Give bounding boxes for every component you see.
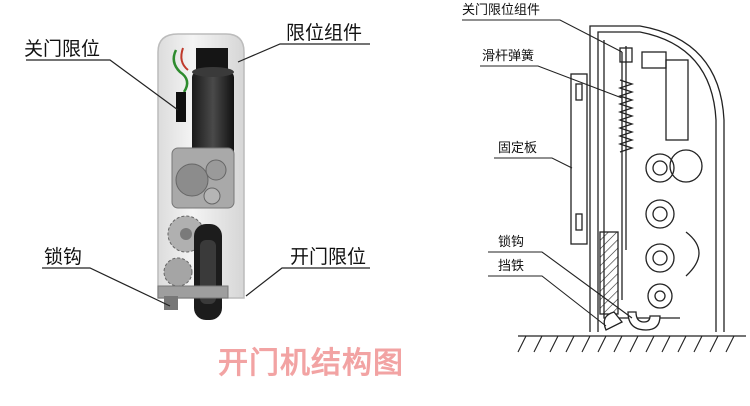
- label-open-limit: 开门限位: [290, 246, 367, 268]
- ground-hatch: [517, 335, 735, 353]
- leader-close-limit-assembly: [462, 19, 623, 53]
- base-bracket: [157, 285, 229, 299]
- pulley-3: [645, 243, 675, 273]
- diagram-title: 开门机结构图: [218, 346, 404, 381]
- leader-open-limit: [245, 267, 370, 297]
- device-photo: [157, 33, 245, 320]
- leader-fixed-plate: [494, 157, 573, 169]
- label-lock-hook: 锁钩: [44, 246, 83, 268]
- motor: [192, 72, 234, 156]
- photo-leader-lines: [26, 43, 370, 307]
- technical-drawing: [517, 25, 746, 353]
- pulley-4: [647, 283, 673, 309]
- pulley-1: [645, 153, 675, 183]
- lock-hook: [627, 311, 661, 331]
- wires: [172, 49, 189, 93]
- label-close-limit: 关门限位: [24, 38, 101, 60]
- label-slide-spring: 滑杆弹簧: [482, 49, 535, 64]
- label-limit-assembly: 限位组件: [286, 22, 363, 44]
- leader-lock-hook-r: [488, 251, 633, 319]
- leader-close-limit: [26, 59, 179, 111]
- drive-roller: [669, 149, 703, 183]
- leader-slide-spring: [480, 65, 623, 99]
- leader-stopper: [488, 275, 607, 327]
- fixed-plate: [570, 73, 588, 245]
- label-lock-hook-r: 锁钩: [498, 235, 525, 250]
- leader-lock-hook: [42, 267, 171, 307]
- spring: [617, 79, 635, 153]
- motor-box: [641, 51, 667, 69]
- stopper: [603, 311, 624, 331]
- leader-limit-assembly: [237, 43, 370, 63]
- label-fixed-plate: 固定板: [498, 141, 538, 156]
- pulley-2: [645, 199, 675, 229]
- drawing-leader-lines: [462, 19, 633, 327]
- label-stopper: 挡铁: [498, 259, 525, 274]
- label-close-limit-assembly: 关门限位组件: [462, 3, 541, 18]
- outer-cover: [589, 25, 725, 332]
